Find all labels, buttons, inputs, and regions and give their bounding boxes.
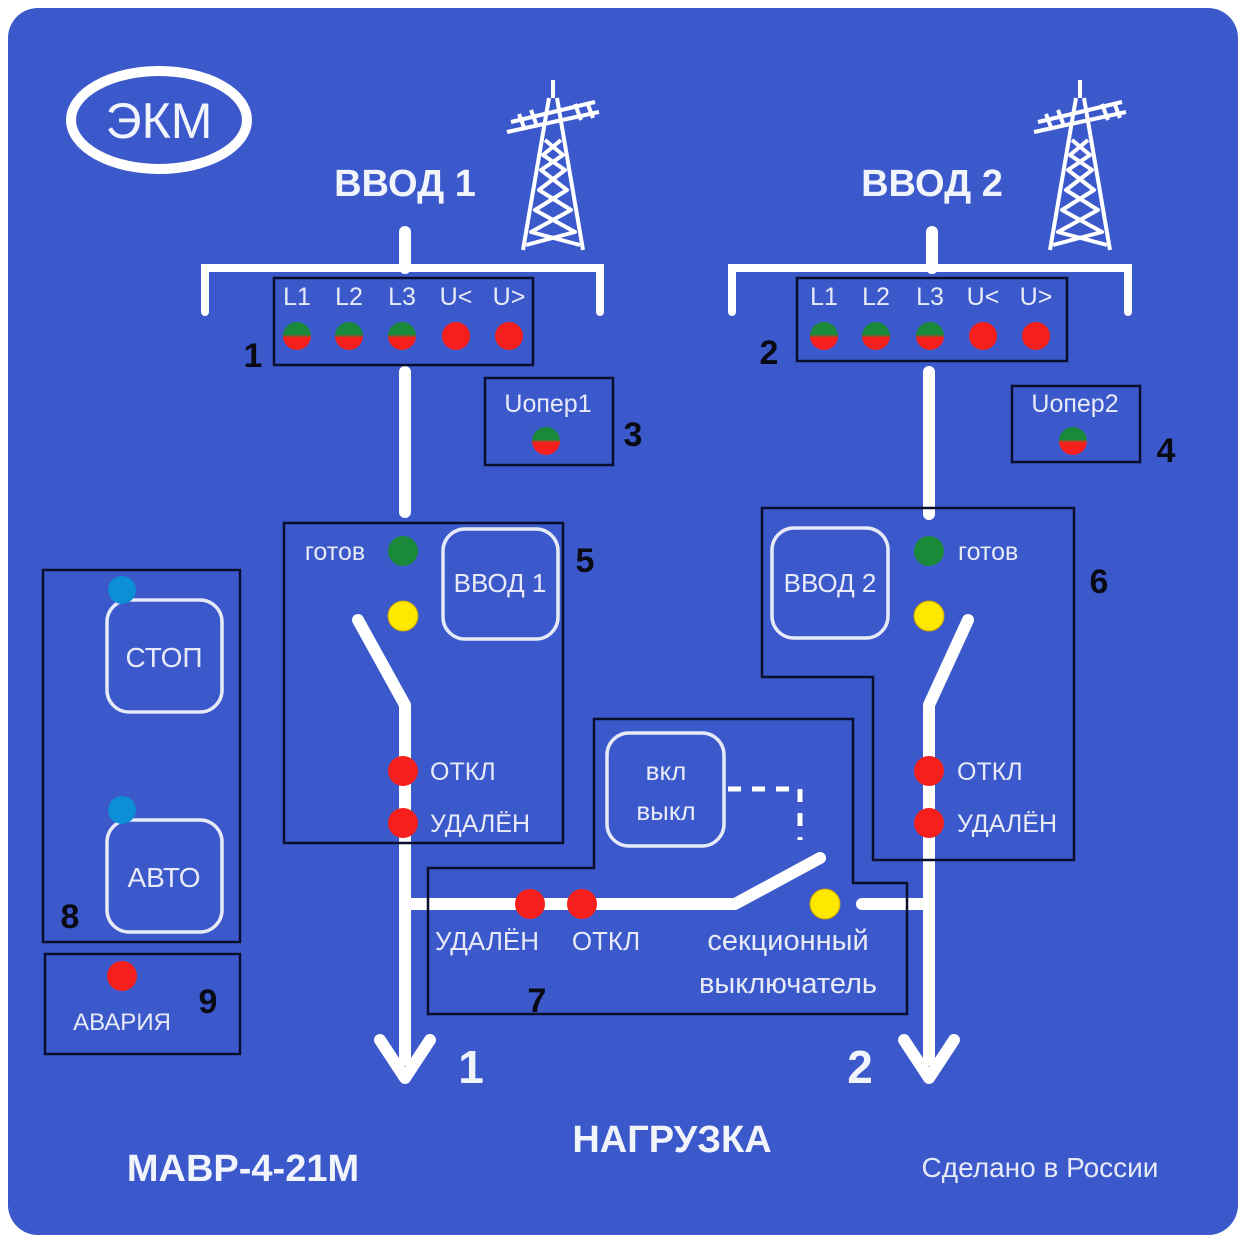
input-2-button[interactable]: ВВОД 2 bbox=[770, 526, 890, 640]
phase-label: U> bbox=[1020, 283, 1053, 311]
phase-label: U> bbox=[493, 283, 526, 311]
zone-number: 2 bbox=[760, 334, 779, 372]
zone-9-alarm: АВАРИЯ 9 bbox=[43, 952, 242, 1056]
led-off bbox=[388, 756, 418, 786]
led-section-remote bbox=[515, 889, 545, 919]
led-undervoltage bbox=[969, 322, 997, 350]
zone-number: 5 bbox=[576, 542, 595, 580]
zone-7-section-switch: вкл выкл УДАЛЁН ОТКЛ секционный выключат… bbox=[426, 717, 909, 1020]
led-l1 bbox=[283, 322, 311, 350]
led-section-state bbox=[809, 888, 841, 920]
auto-button[interactable]: АВТО bbox=[105, 818, 224, 934]
zone-number: 8 bbox=[61, 898, 80, 936]
section-remote-label: УДАЛЁН bbox=[435, 926, 539, 956]
input-1-button-label: ВВОД 1 bbox=[454, 568, 547, 598]
led-overvoltage bbox=[495, 322, 523, 350]
led-ready bbox=[388, 536, 418, 566]
zone-6-input2-switch: ВВОД 2 готов ОТКЛ УДАЛЁН 6 bbox=[760, 506, 1109, 862]
load-1-number: 1 bbox=[458, 1041, 484, 1093]
zone-number: 6 bbox=[1090, 563, 1109, 601]
zone-5-input1-switch: готов ВВОД 1 ОТКЛ УДАЛЁН 5 bbox=[282, 521, 595, 845]
led-l2 bbox=[335, 322, 363, 350]
oper-label: Uопер1 bbox=[504, 390, 591, 418]
led-off bbox=[914, 756, 944, 786]
zone-1-input1-phases: L1 L2 L3 U< U> 1 bbox=[244, 276, 535, 375]
zone-2-input2-phases: L1 L2 L3 U< U> 2 bbox=[760, 276, 1069, 372]
stop-button[interactable]: СТОП bbox=[105, 598, 224, 714]
input-2-title: ВВОД 2 bbox=[861, 163, 1003, 205]
off-label: ОТКЛ bbox=[430, 758, 496, 786]
phase-label: L1 bbox=[283, 283, 311, 311]
ready-label: готов bbox=[958, 538, 1018, 566]
stop-button-label: СТОП bbox=[125, 642, 202, 673]
led-l3 bbox=[916, 322, 944, 350]
zone-number: 1 bbox=[244, 337, 263, 375]
section-switch-button[interactable]: вкл выкл bbox=[605, 731, 726, 848]
phase-label: L3 bbox=[388, 283, 416, 311]
remote-label: УДАЛЁН bbox=[430, 810, 530, 838]
model-name: МАВР-4-21М bbox=[127, 1148, 359, 1190]
zone-number: 3 bbox=[624, 416, 643, 454]
zone-number: 9 bbox=[199, 983, 218, 1021]
led-remote bbox=[388, 808, 418, 838]
led-switch-state bbox=[387, 600, 419, 632]
led-oper-2 bbox=[1059, 427, 1087, 455]
section-off-label: ОТКЛ bbox=[572, 926, 640, 956]
phase-label: U< bbox=[440, 283, 473, 311]
section-button-line1: вкл bbox=[646, 756, 687, 786]
section-name-line1: секционный bbox=[707, 925, 868, 957]
zone-4-oper-voltage-2: Uопер2 4 bbox=[1010, 384, 1176, 470]
input-1-title: ВВОД 1 bbox=[334, 163, 476, 205]
remote-label: УДАЛЁН bbox=[957, 810, 1057, 838]
power-tower-icon bbox=[1032, 78, 1128, 252]
led-alarm bbox=[107, 961, 137, 991]
phase-label: L1 bbox=[810, 283, 838, 311]
load-2-number: 2 bbox=[847, 1041, 873, 1093]
led-remote bbox=[914, 808, 944, 838]
phase-label: L2 bbox=[335, 283, 363, 311]
phase-label: L3 bbox=[916, 283, 944, 311]
logo-text: ЭКМ bbox=[106, 93, 213, 149]
input-1-button[interactable]: ВВОД 1 bbox=[441, 527, 560, 641]
led-l2 bbox=[862, 322, 890, 350]
led-overvoltage bbox=[1022, 322, 1050, 350]
led-l1 bbox=[810, 322, 838, 350]
led-l3 bbox=[388, 322, 416, 350]
led-auto bbox=[108, 796, 136, 824]
ekm-logo: ЭКМ bbox=[66, 66, 252, 174]
zone-number: 4 bbox=[1157, 432, 1176, 470]
oper-label: Uопер2 bbox=[1031, 390, 1118, 418]
power-tower-icon bbox=[505, 78, 601, 252]
led-ready bbox=[914, 536, 944, 566]
led-oper-1 bbox=[532, 427, 560, 455]
auto-button-label: АВТО bbox=[127, 862, 200, 893]
zone-number: 7 bbox=[528, 982, 547, 1020]
phase-label: L2 bbox=[862, 283, 890, 311]
section-name-line2: выключатель bbox=[699, 968, 877, 1000]
phase-label: U< bbox=[967, 283, 1000, 311]
ready-label: готов bbox=[305, 538, 365, 566]
made-in-label: Сделано в России bbox=[922, 1152, 1159, 1183]
off-label: ОТКЛ bbox=[957, 758, 1023, 786]
zone-3-oper-voltage-1: Uопер1 3 bbox=[483, 376, 643, 467]
input-2-button-label: ВВОД 2 bbox=[784, 568, 877, 598]
section-button-line2: выкл bbox=[636, 796, 695, 826]
led-section-off bbox=[567, 889, 597, 919]
bus-lines bbox=[201, 226, 1132, 1084]
alarm-label: АВАРИЯ bbox=[73, 1009, 171, 1036]
front-panel bbox=[8, 8, 1238, 1235]
led-undervoltage bbox=[442, 322, 470, 350]
zone-8-mode-buttons: СТОП АВТО 8 bbox=[41, 568, 242, 944]
load-label: НАГРУЗКА bbox=[572, 1119, 771, 1161]
led-switch-state bbox=[913, 600, 945, 632]
led-stop bbox=[108, 576, 136, 604]
